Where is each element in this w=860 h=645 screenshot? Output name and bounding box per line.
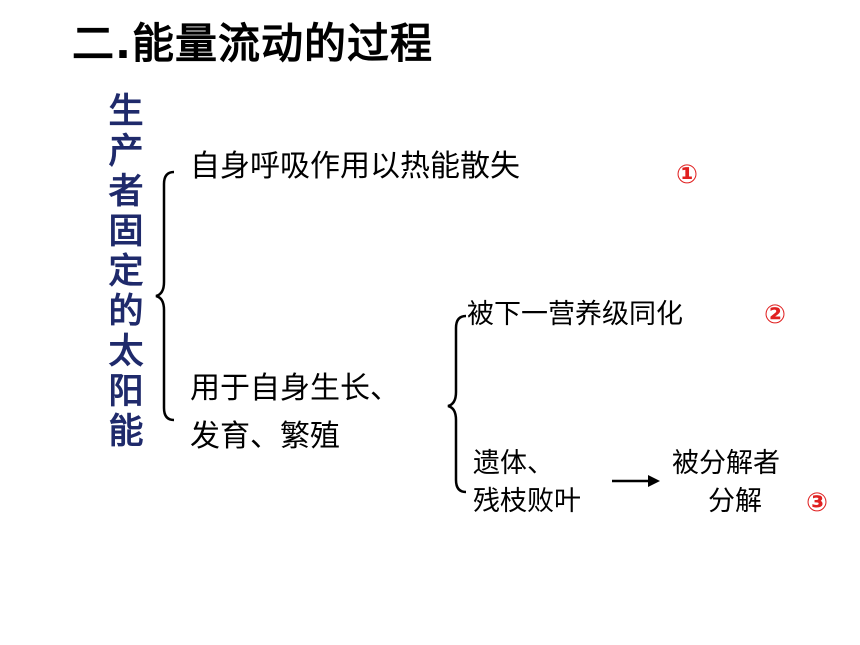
decomposer-line2: 分解 (708, 486, 762, 517)
vertical-char: 阳 (108, 372, 144, 412)
remains-line2: 残枝败叶 (473, 486, 581, 517)
remains-line1: 遗体、 (473, 448, 554, 479)
respiration-heat-loss: 自身呼吸作用以热能散失 (190, 149, 520, 184)
decomposer-line1: 被分解者 (672, 448, 780, 479)
assimilated-by-next-level: 被下一营养级同化 (467, 299, 683, 330)
vertical-char: 生 (108, 92, 144, 132)
vertical-char: 太 (108, 332, 144, 372)
growth-development-line1: 用于自身生长、 (190, 371, 400, 406)
arrow-head (648, 475, 660, 487)
vertical-char: 者 (108, 172, 144, 212)
vertical-char: 的 (108, 292, 144, 332)
sub-brace (447, 314, 467, 494)
vertical-char: 定 (108, 252, 144, 292)
marker-3: ③ (806, 488, 829, 518)
vertical-char: 固 (108, 212, 144, 252)
producer-fixed-solar-energy-label: 生 产 者 固 定 的 太 阳 能 (104, 92, 148, 452)
main-brace (155, 170, 175, 422)
vertical-char: 能 (108, 412, 144, 452)
marker-2: ② (764, 300, 787, 330)
page-title: 二.能量流动的过程 (72, 19, 433, 68)
growth-development-line2: 发育、繁殖 (190, 419, 340, 454)
marker-1: ① (676, 160, 699, 190)
vertical-char: 产 (108, 132, 144, 172)
